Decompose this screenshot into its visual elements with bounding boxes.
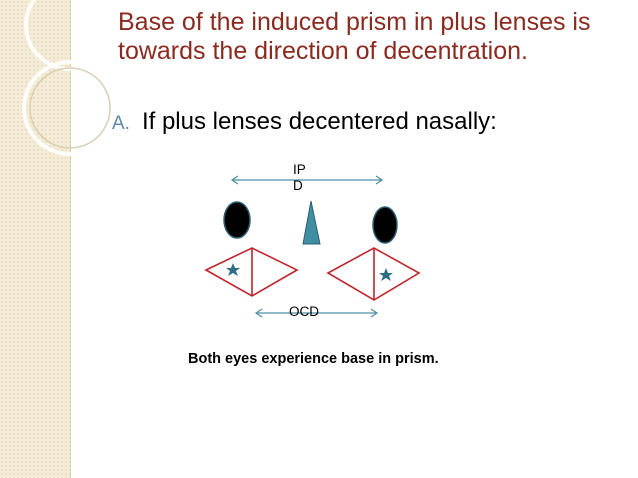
bullet-marker: A. xyxy=(112,113,130,134)
slide-title: Base of the induced prism in plus lenses… xyxy=(118,8,591,65)
ipd-arrow xyxy=(230,175,384,185)
ocd-label: OCD xyxy=(289,304,319,319)
right-pupil xyxy=(372,206,398,244)
bullet-item: A. If plus lenses decentered nasally: xyxy=(112,108,497,136)
left-star-icon xyxy=(226,263,240,276)
caption-text: Both eyes experience base in prism. xyxy=(188,351,439,367)
prism-triangle xyxy=(302,200,321,245)
prism-diagram xyxy=(204,175,421,318)
decorative-circles xyxy=(22,0,118,156)
left-pupil xyxy=(223,201,251,239)
right-star-icon xyxy=(379,268,393,281)
right-lens xyxy=(326,247,421,301)
bullet-text: If plus lenses decentered nasally: xyxy=(141,108,497,135)
ipd-label: IPD xyxy=(293,162,306,193)
left-lens xyxy=(204,247,299,297)
ocd-arrow xyxy=(254,308,379,318)
